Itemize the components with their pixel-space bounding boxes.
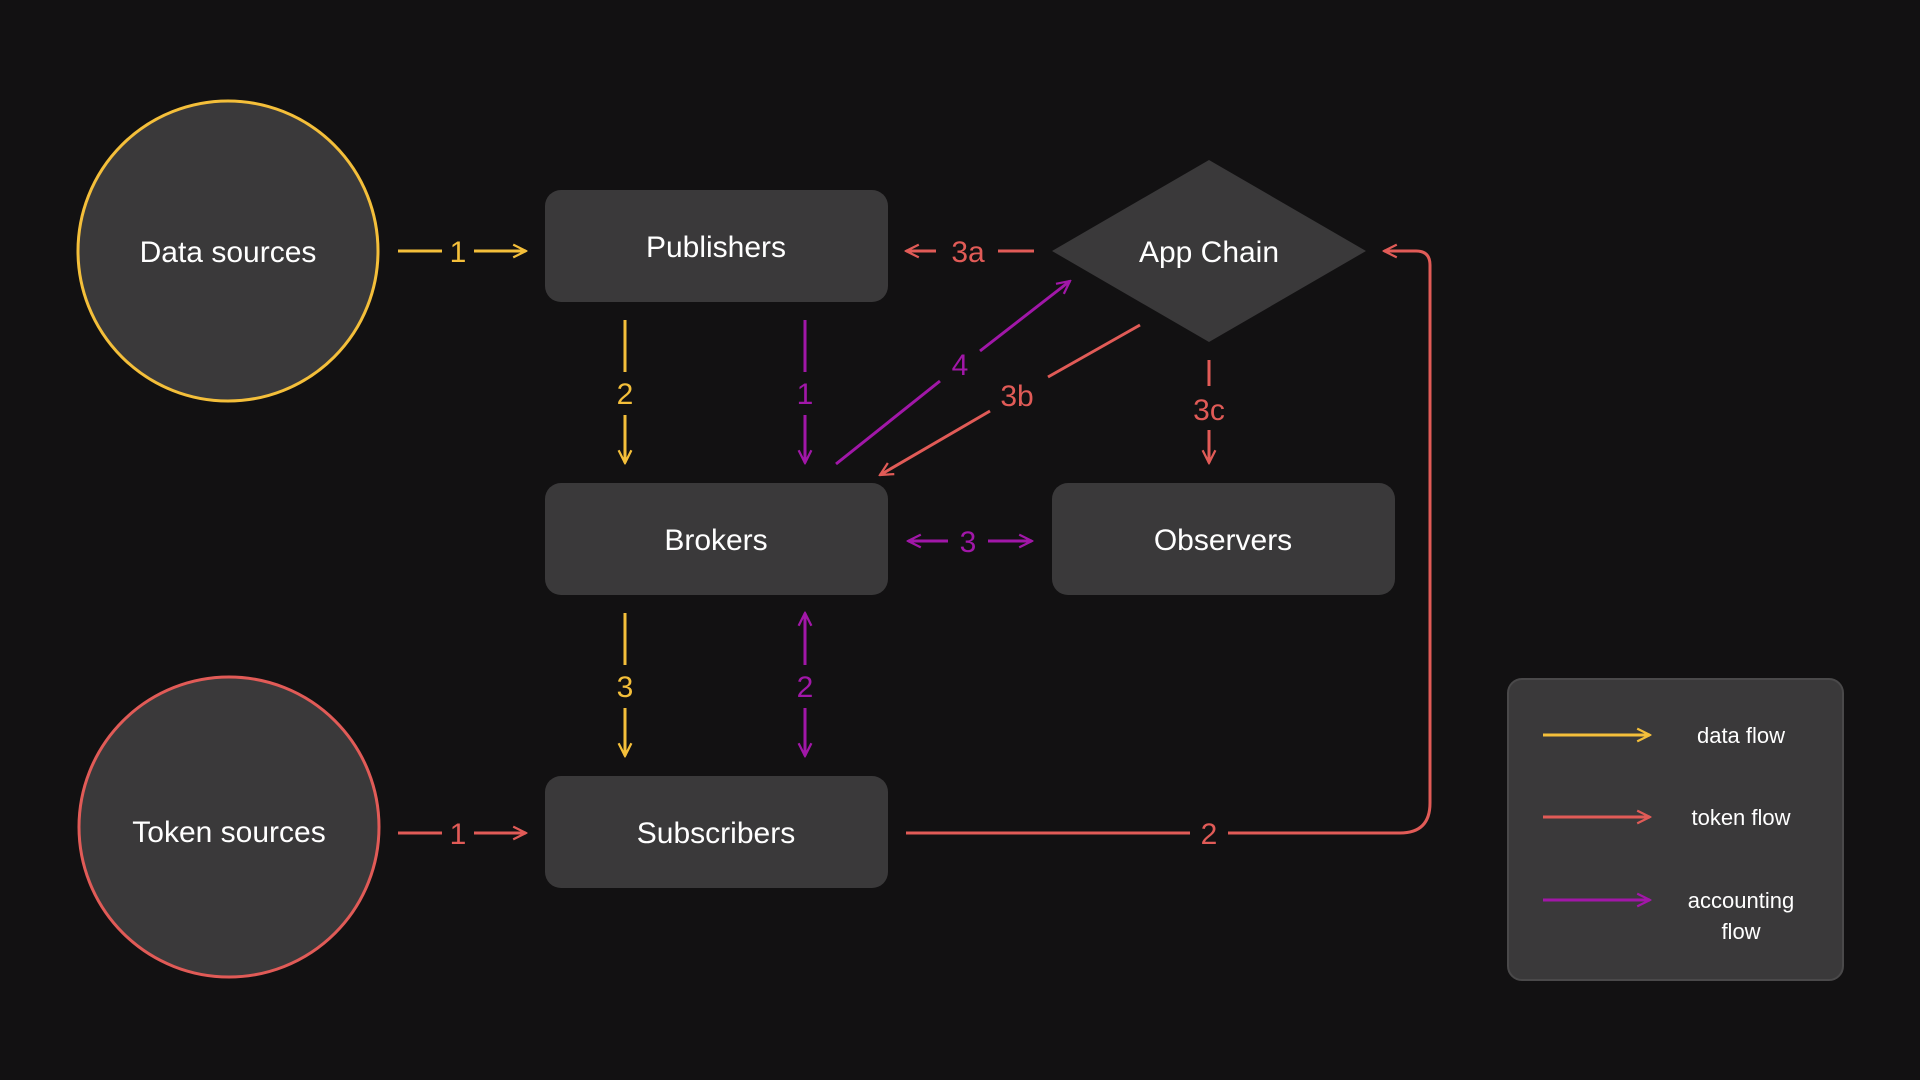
edge-label: 2 — [797, 671, 814, 704]
edge-brokers-to-subscribers-data: 3 — [617, 613, 634, 756]
edge-label: 1 — [450, 236, 467, 269]
legend-label: token flow — [1691, 805, 1790, 830]
edge-label: 1 — [797, 378, 814, 411]
edge-label: 3 — [960, 526, 977, 559]
edge-label: 2 — [617, 378, 634, 411]
app-chain-label: App Chain — [1139, 236, 1279, 269]
data-sources-node: Data sources — [76, 99, 380, 403]
edge-publishers-to-brokers-data: 2 — [617, 320, 634, 463]
legend-label: accounting — [1688, 888, 1794, 913]
publishers-label: Publishers — [646, 231, 786, 264]
legend: data flow token flow accounting flow — [1507, 678, 1844, 981]
observers-node: Observers — [1052, 483, 1395, 595]
edge-publishers-to-brokers-accounting: 1 — [797, 320, 814, 463]
subscribers-node: Subscribers — [545, 776, 888, 888]
edge-label: 4 — [952, 349, 969, 382]
data-sources-label: Data sources — [140, 236, 317, 269]
subscribers-label: Subscribers — [637, 817, 795, 850]
legend-label: data flow — [1697, 723, 1785, 748]
edge-token-sources-to-subscribers: 1 — [398, 818, 526, 851]
publishers-node: Publishers — [545, 190, 888, 302]
legend-item-token-flow: token flow — [1543, 805, 1791, 830]
edge-brokers-observers: 3 — [908, 526, 1032, 559]
brokers-node: Brokers — [545, 483, 888, 595]
observers-label: Observers — [1154, 524, 1292, 557]
legend-item-data-flow: data flow — [1543, 723, 1785, 748]
edge-brokers-to-app-chain: 4 — [835, 281, 1070, 466]
edge-data-sources-to-publishers: 1 — [398, 236, 526, 269]
edge-app-chain-to-publishers: 3a — [906, 236, 1034, 269]
edge-app-chain-to-observers: 3c — [1193, 360, 1225, 463]
edge-subscribers-to-app-chain: 2 — [906, 251, 1432, 851]
token-sources-node: Token sources — [77, 675, 381, 979]
edge-label: 3c — [1193, 394, 1225, 427]
edge-label: 3 — [617, 671, 634, 704]
edge-label: 1 — [450, 818, 467, 851]
edge-label: 3b — [1000, 380, 1033, 413]
legend-label-line2: flow — [1721, 919, 1760, 944]
legend-item-accounting-flow: accounting flow — [1543, 888, 1794, 944]
edge-subscribers-brokers-accounting: 2 — [797, 613, 814, 756]
brokers-label: Brokers — [664, 524, 767, 557]
edge-label: 3a — [951, 236, 985, 269]
edge-label: 2 — [1201, 818, 1218, 851]
edge-app-chain-to-brokers: 3b — [880, 323, 1141, 477]
token-sources-label: Token sources — [132, 816, 325, 849]
app-chain-node: App Chain — [1052, 160, 1366, 342]
